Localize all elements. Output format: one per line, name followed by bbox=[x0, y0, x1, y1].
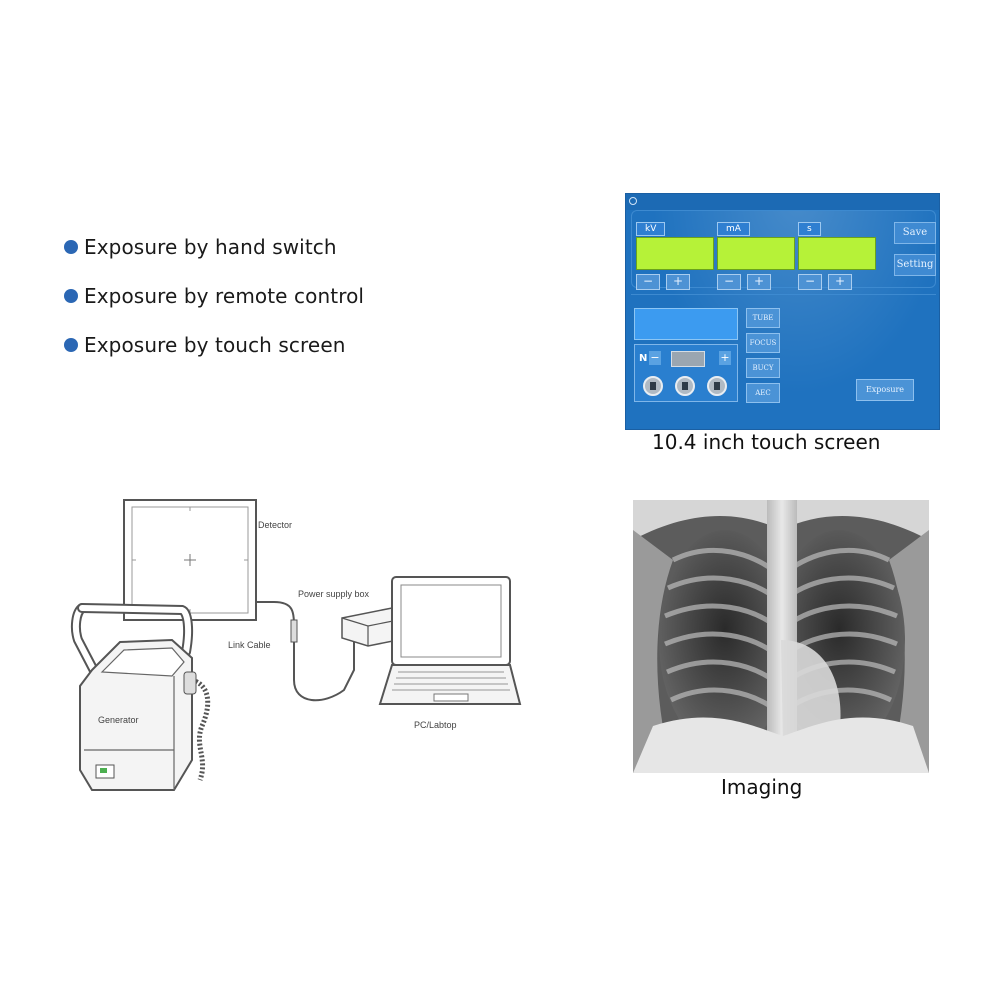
screen-top-band bbox=[626, 194, 939, 210]
pc-label: PC/Labtop bbox=[414, 720, 457, 730]
feature-list: Exposure by hand switch Exposure by remo… bbox=[64, 222, 364, 369]
param-frame bbox=[631, 210, 936, 288]
xray-drawing bbox=[633, 500, 929, 773]
bullet-icon bbox=[64, 239, 78, 254]
chamber-right-icon[interactable] bbox=[707, 376, 727, 396]
feature-text: Exposure by remote control bbox=[84, 283, 365, 308]
kv-minus-button[interactable]: − bbox=[636, 274, 660, 290]
feature-item: Exposure by touch screen bbox=[64, 320, 364, 369]
feature-item: Exposure by hand switch bbox=[64, 222, 364, 271]
bucy-button[interactable]: BUCY bbox=[746, 358, 780, 378]
touch-screen-panel: kV − + mA − + s − + Save Setting N − + T… bbox=[625, 193, 940, 430]
link-cable-icon bbox=[273, 601, 355, 702]
n-display bbox=[671, 351, 705, 367]
param-display bbox=[717, 237, 795, 270]
param-label: s bbox=[798, 222, 821, 236]
feature-text: Exposure by touch screen bbox=[84, 332, 346, 357]
bullet-icon bbox=[64, 288, 78, 303]
generator-icon bbox=[70, 603, 211, 791]
param-display bbox=[636, 237, 714, 270]
save-button[interactable]: Save bbox=[894, 222, 936, 244]
status-display bbox=[634, 308, 738, 340]
setting-button[interactable]: Setting bbox=[894, 254, 936, 276]
tube-button[interactable]: TUBE bbox=[746, 308, 780, 328]
param-label: mA bbox=[717, 222, 750, 236]
chamber-left-icon[interactable] bbox=[643, 376, 663, 396]
kv-plus-button[interactable]: + bbox=[666, 274, 690, 290]
ma-minus-button[interactable]: − bbox=[717, 274, 741, 290]
detector-icon bbox=[123, 499, 257, 621]
param-display bbox=[798, 237, 876, 270]
aec-button[interactable]: AEC bbox=[746, 383, 780, 403]
lower-frame bbox=[631, 294, 936, 425]
power-icon bbox=[629, 197, 637, 205]
bullet-icon bbox=[64, 337, 78, 352]
generator-label: Generator bbox=[98, 715, 139, 725]
ma-plus-button[interactable]: + bbox=[747, 274, 771, 290]
s-plus-button[interactable]: + bbox=[828, 274, 852, 290]
n-plus-button[interactable]: + bbox=[719, 351, 731, 365]
param-label: kV bbox=[636, 222, 666, 236]
detector-label: Detector bbox=[258, 520, 292, 530]
laptop-icon bbox=[378, 576, 522, 705]
exposure-button[interactable]: Exposure bbox=[856, 379, 914, 401]
imaging-caption: Imaging bbox=[721, 775, 803, 799]
n-minus-button[interactable]: − bbox=[649, 351, 661, 365]
param-kv: kV − + bbox=[636, 216, 714, 290]
feature-item: Exposure by remote control bbox=[64, 271, 364, 320]
param-s: s − + bbox=[798, 216, 876, 290]
chamber-center-icon[interactable] bbox=[675, 376, 695, 396]
chest-xray-image bbox=[633, 500, 929, 773]
param-ma: mA − + bbox=[717, 216, 795, 290]
link-cable-label: Link Cable bbox=[228, 640, 271, 650]
touch-screen-caption: 10.4 inch touch screen bbox=[652, 430, 881, 454]
system-diagram: Detector Link Cable Power supply box PC/… bbox=[70, 499, 522, 791]
s-minus-button[interactable]: − bbox=[798, 274, 822, 290]
n-panel: N − + bbox=[634, 344, 738, 402]
power-supply-box-label: Power supply box bbox=[298, 589, 370, 599]
focus-button[interactable]: FOCUS bbox=[746, 333, 780, 353]
n-label: N bbox=[639, 353, 648, 364]
feature-text: Exposure by hand switch bbox=[84, 234, 337, 259]
